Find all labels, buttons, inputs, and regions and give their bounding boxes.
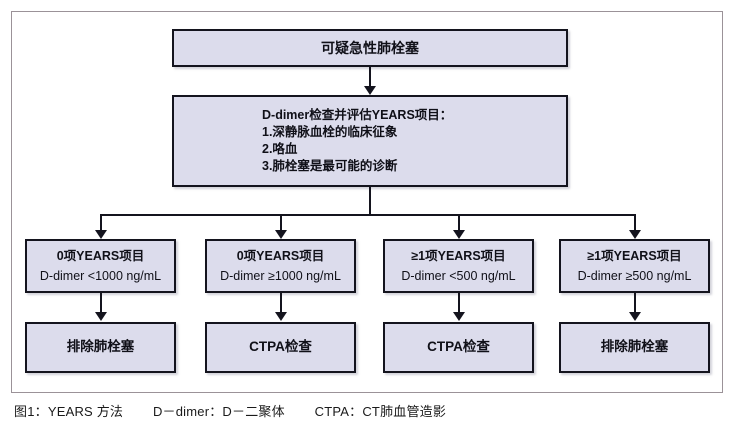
arrowhead-criteria-3 xyxy=(453,230,465,239)
node-suspected-pe: 可疑急性肺栓塞 xyxy=(172,29,568,67)
connector-assessment-stem xyxy=(369,187,371,215)
criteria-2-years: 0项YEARS项目 xyxy=(236,248,325,263)
node-suspected-pe-label: 可疑急性肺栓塞 xyxy=(321,39,419,56)
connector-criteria-2-to-outcome xyxy=(280,293,282,312)
node-outcome-2: CTPA检查 xyxy=(205,322,356,373)
connector-criteria-3-to-outcome xyxy=(458,293,460,312)
criteria-3-ddimer: D-dimer <500 ng/mL xyxy=(401,268,516,283)
years-heading: D-dimer检查并评估YEARS项目： xyxy=(262,108,453,123)
outcome-4-label: 排除肺栓塞 xyxy=(600,339,669,355)
node-criteria-1: 0项YEARS项目 D-dimer <1000 ng/mL xyxy=(25,239,176,293)
criteria-4-years: ≥1项YEARS项目 xyxy=(587,248,682,263)
criteria-4-ddimer: D-dimer ≥500 ng/mL xyxy=(577,268,692,283)
arrowhead-outcome-4 xyxy=(629,312,641,321)
connector-criteria-4-to-outcome xyxy=(634,293,636,312)
outcome-3-label: CTPA检查 xyxy=(427,339,490,355)
node-outcome-4: 排除肺栓塞 xyxy=(559,322,710,373)
connector-bus-drop-4 xyxy=(634,214,636,230)
caption-part-1: 图1：YEARS 方法 xyxy=(14,404,124,419)
arrowhead-to-assessment xyxy=(364,86,376,95)
arrowhead-criteria-1 xyxy=(95,230,107,239)
connector-split-bus xyxy=(100,214,635,216)
node-outcome-1: 排除肺栓塞 xyxy=(25,322,176,373)
arrowhead-outcome-1 xyxy=(95,312,107,321)
connector-criteria-1-to-outcome xyxy=(100,293,102,312)
outcome-2-label: CTPA检查 xyxy=(249,339,312,355)
arrowhead-criteria-4 xyxy=(629,230,641,239)
criteria-1-ddimer: D-dimer <1000 ng/mL xyxy=(39,268,162,283)
years-item-3: 3.肺栓塞是最可能的诊断 xyxy=(262,158,398,173)
node-criteria-3: ≥1项YEARS项目 D-dimer <500 ng/mL xyxy=(383,239,534,293)
caption-part-2: D－dimer：D－二聚体 xyxy=(152,404,285,419)
arrowhead-criteria-2 xyxy=(275,230,287,239)
years-item-1: 1.深静脉血栓的临床征象 xyxy=(262,125,398,140)
connector-bus-drop-3 xyxy=(458,214,460,230)
outcome-1-label: 排除肺栓塞 xyxy=(66,339,135,355)
caption-part-3: CTPA：CT肺血管造影 xyxy=(314,404,447,419)
criteria-2-ddimer: D-dimer ≥1000 ng/mL xyxy=(220,268,341,283)
criteria-3-years: ≥1项YEARS项目 xyxy=(411,248,506,263)
node-years-assessment: D-dimer检查并评估YEARS项目： 1.深静脉血栓的临床征象 2.咯血 3… xyxy=(172,95,568,187)
connector-bus-drop-2 xyxy=(280,214,282,230)
arrowhead-outcome-2 xyxy=(275,312,287,321)
connector-suspected-to-assessment xyxy=(369,67,371,86)
node-outcome-3: CTPA检查 xyxy=(383,322,534,373)
node-criteria-4: ≥1项YEARS项目 D-dimer ≥500 ng/mL xyxy=(559,239,710,293)
years-item-2: 2.咯血 xyxy=(262,142,298,156)
criteria-1-years: 0项YEARS项目 xyxy=(56,248,145,263)
connector-bus-drop-1 xyxy=(100,214,102,230)
figure-caption: 图1：YEARS 方法 D－dimer：D－二聚体 CTPA：CT肺血管造影 xyxy=(14,401,734,420)
arrowhead-outcome-3 xyxy=(453,312,465,321)
node-criteria-2: 0项YEARS项目 D-dimer ≥1000 ng/mL xyxy=(205,239,356,293)
